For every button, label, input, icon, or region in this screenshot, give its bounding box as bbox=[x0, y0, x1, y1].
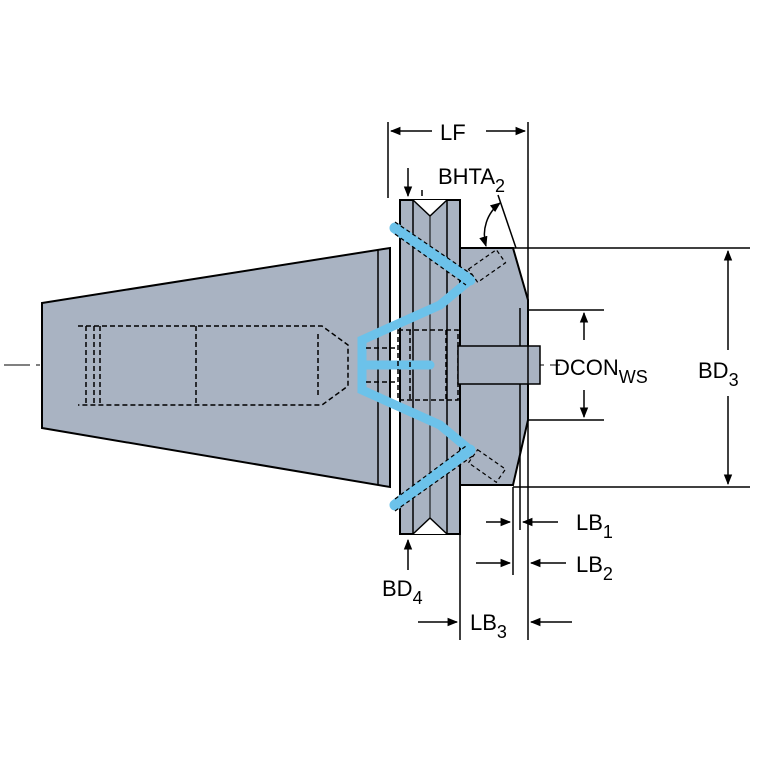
bhta2-angle bbox=[479, 194, 517, 249]
clamping-screw bbox=[366, 329, 541, 401]
coolant-outline bbox=[394, 221, 475, 512]
bd3-label: BD3 bbox=[698, 358, 739, 390]
lf-label: LF bbox=[440, 120, 466, 145]
lb2-label: LB2 bbox=[576, 552, 613, 584]
bd4-label: BD4 bbox=[382, 576, 423, 608]
lb2-dimension bbox=[476, 530, 566, 575]
lb1-dimension bbox=[486, 422, 558, 530]
hidden-bore bbox=[78, 325, 349, 406]
lf-dimension bbox=[387, 122, 529, 640]
bd4-arrows bbox=[403, 168, 423, 570]
lb3-dimension bbox=[418, 534, 572, 640]
lb1-label: LB1 bbox=[576, 510, 613, 542]
dcon-dimension bbox=[528, 309, 604, 421]
bhta2-label: BHTA2 bbox=[438, 164, 505, 196]
bd3-dimension bbox=[513, 247, 750, 488]
taper-shank bbox=[41, 246, 391, 489]
coolant-channels bbox=[357, 222, 476, 511]
coolant-nozzles bbox=[467, 248, 507, 484]
lb3-label: LB3 bbox=[470, 610, 507, 642]
dcon-ws-label: DCONWS bbox=[554, 355, 648, 387]
